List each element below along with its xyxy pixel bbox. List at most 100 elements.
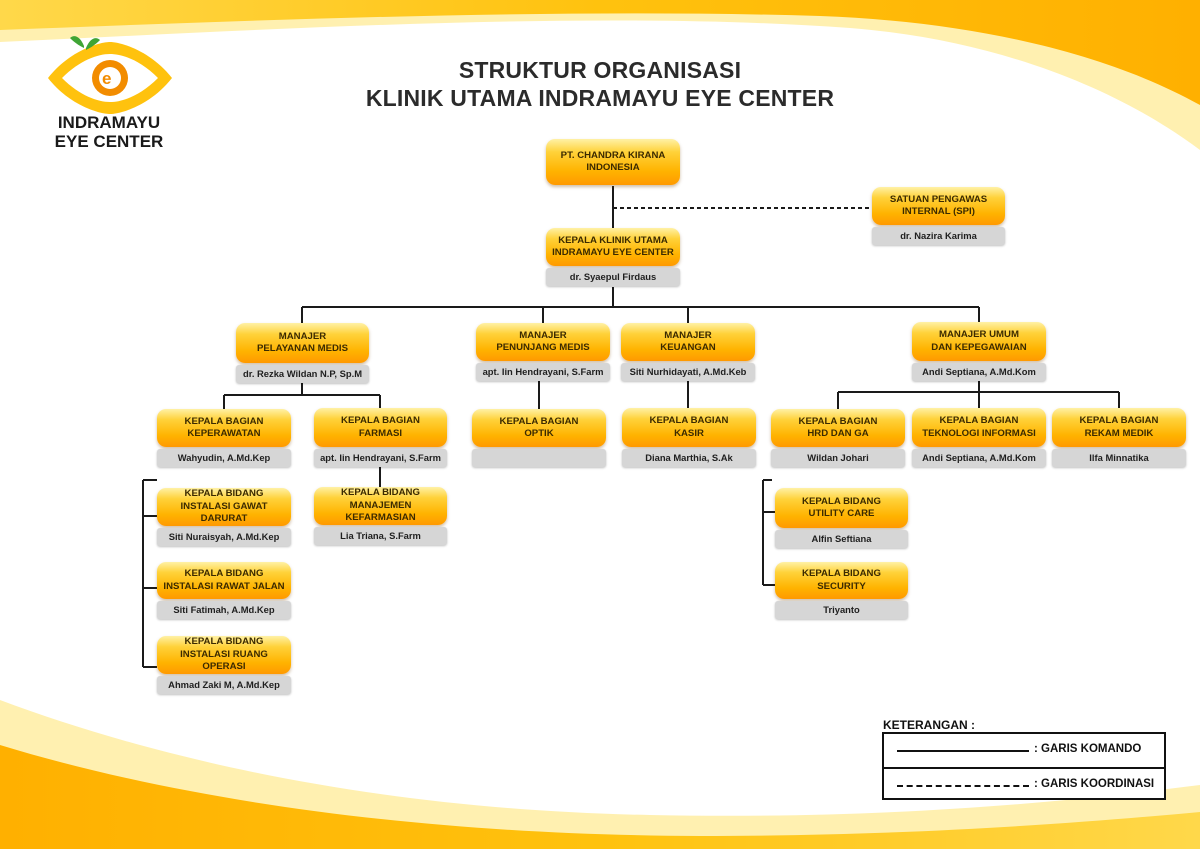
- node-kepala-bagian-kasir: KEPALA BAGIAN KASIR Diana Marthia, S.Ak: [622, 408, 756, 467]
- legend-row-koordinasi: : GARIS KOORDINASI: [884, 767, 1164, 802]
- title-line: KEPALA BAGIAN: [499, 415, 579, 427]
- title-line: INDRAMAYU EYE CENTER: [552, 247, 674, 258]
- node-kepala-bidang-utility-care: KEPALA BIDANG UTILITY CARE Alfin Seftian…: [775, 488, 908, 548]
- node-title-box: MANAJER UMUM DAN KEPEGAWAIAN: [912, 322, 1046, 361]
- title-line: PT. CHANDRA KIRANA: [560, 149, 666, 161]
- legend-row-komando: : GARIS KOMANDO: [884, 734, 1164, 767]
- title-line: MANAJEMEN KEFARMASIAN: [345, 499, 416, 524]
- title-line: KEPALA BIDANG: [184, 488, 264, 500]
- node-title-box: SATUAN PENGAWAS INTERNAL (SPI): [872, 187, 1005, 225]
- title-line: KASIR: [674, 427, 704, 439]
- bottom-wave: [0, 745, 1200, 849]
- title-line: REKAM MEDIK: [1084, 427, 1154, 439]
- node-kepala-bagian-rekam-medik: KEPALA BAGIAN REKAM MEDIK Ilfa Minnatika: [1052, 408, 1186, 467]
- node-pt-chandra-kirana: PT. CHANDRA KIRANA INDONESIA: [546, 139, 680, 185]
- node-title-box: MANAJER PELAYANAN MEDIS: [236, 323, 369, 363]
- node-kepala-bagian-teknologi-informasi: KEPALA BAGIAN TEKNOLOGI INFORMASI Andi S…: [912, 408, 1046, 467]
- logo-line1: INDRAMAYU: [57, 113, 161, 132]
- title-line: INSTALASI RAWAT JALAN: [163, 580, 285, 592]
- node-name: Siti Fatimah, A.Md.Kep: [157, 601, 291, 619]
- title-line: INSTALASI GAWAT DARURAT: [180, 500, 268, 525]
- title-line: KEPALA BAGIAN: [1079, 415, 1159, 426]
- title-line: MANAJER UMUM: [939, 329, 1019, 340]
- svg-text:e: e: [102, 69, 111, 88]
- node-name: Triyanto: [775, 601, 908, 619]
- title-line: MANAJER: [664, 329, 712, 341]
- node-name: Diana Marthia, S.Ak: [622, 449, 756, 467]
- node-title-box: KEPALA BIDANG SECURITY: [775, 562, 908, 599]
- title-line: KEPALA BAGIAN: [184, 415, 264, 427]
- title-line: INSTALASI RUANG OPERASI: [180, 648, 268, 673]
- node-name: Wildan Johari: [771, 449, 905, 467]
- logo-text: INDRAMAYU EYE CENTER: [40, 113, 178, 151]
- node-spi: SATUAN PENGAWAS INTERNAL (SPI) dr. Nazir…: [872, 187, 1005, 245]
- node-title-box: KEPALA BIDANG MANAJEMEN KEFARMASIAN: [314, 487, 447, 525]
- dashed-line-sample: [897, 785, 1029, 787]
- node-kepala-bagian-optik: KEPALA BAGIAN OPTIK: [472, 409, 606, 467]
- node-title-box: KEPALA KLINIK UTAMA INDRAMAYU EYE CENTER: [546, 228, 680, 266]
- title-line: KEPALA KLINIK UTAMA: [558, 234, 668, 246]
- node-name: dr. Nazira Karima: [872, 227, 1005, 245]
- node-title-box: KEPALA BAGIAN KEPERAWATAN: [157, 409, 291, 447]
- node-manajer-pelayanan-medis: MANAJER PELAYANAN MEDIS dr. Rezka Wildan…: [236, 323, 369, 383]
- node-title-box: KEPALA BAGIAN KASIR: [622, 408, 756, 447]
- node-title-box: KEPALA BAGIAN HRD DAN GA: [771, 409, 905, 447]
- node-name: Siti Nuraisyah, A.Md.Kep: [157, 528, 291, 546]
- node-title-box: PT. CHANDRA KIRANA INDONESIA: [546, 139, 680, 185]
- page-subtitle: KLINIK UTAMA INDRAMAYU EYE CENTER: [365, 85, 835, 111]
- node-kepala-bidang-ruang-operasi: KEPALA BIDANG INSTALASI RUANG OPERASI Ah…: [157, 636, 291, 694]
- node-kepala-bidang-igd: KEPALA BIDANG INSTALASI GAWAT DARURAT Si…: [157, 488, 291, 546]
- title-line: INDONESIA: [586, 162, 640, 173]
- title-line: KEPALA BIDANG: [802, 495, 881, 507]
- title-line: HRD DAN GA: [807, 428, 869, 439]
- node-kepala-bagian-farmasi: KEPALA BAGIAN FARMASI apt. Iin Hendrayan…: [314, 408, 447, 467]
- node-manajer-keuangan: MANAJER KEUANGAN Siti Nurhidayati, A.Md.…: [621, 323, 755, 381]
- title-line: PELAYANAN MEDIS: [257, 343, 348, 354]
- node-name: apt. Iin Hendrayani, S.Farm: [476, 363, 610, 381]
- title-line: OPTIK: [524, 428, 554, 439]
- node-kepala-bidang-rawat-jalan: KEPALA BIDANG INSTALASI RAWAT JALAN Siti…: [157, 562, 291, 619]
- node-kepala-bidang-security: KEPALA BIDANG SECURITY Triyanto: [775, 562, 908, 619]
- title-line: KEPALA BAGIAN: [798, 415, 878, 427]
- title-line: SECURITY: [817, 580, 866, 592]
- top-wave: [0, 0, 1200, 105]
- solid-line-sample: [897, 750, 1029, 752]
- node-kepala-klinik: KEPALA KLINIK UTAMA INDRAMAYU EYE CENTER…: [546, 228, 680, 286]
- node-name: Alfin Seftiana: [775, 530, 908, 548]
- legend-komando-label: : GARIS KOMANDO: [1034, 743, 1142, 755]
- node-title-box: KEPALA BIDANG INSTALASI GAWAT DARURAT: [157, 488, 291, 526]
- node-name: Andi Septiana, A.Md.Kom: [912, 363, 1046, 381]
- title-line: KEPALA BIDANG: [184, 568, 264, 579]
- title-line: TEKNOLOGI INFORMASI: [922, 427, 1036, 439]
- node-kepala-bidang-kefarmasian: KEPALA BIDANG MANAJEMEN KEFARMASIAN Lia …: [314, 487, 447, 545]
- node-title-box: MANAJER KEUANGAN: [621, 323, 755, 361]
- legend-koordinasi-label: : GARIS KOORDINASI: [1034, 778, 1155, 790]
- node-title-box: KEPALA BIDANG INSTALASI RUANG OPERASI: [157, 636, 291, 674]
- page-title: STRUKTUR ORGANISASI: [458, 57, 742, 83]
- node-title-box: KEPALA BAGIAN OPTIK: [472, 409, 606, 447]
- node-title-box: KEPALA BAGIAN REKAM MEDIK: [1052, 408, 1186, 447]
- title-line: KEPALA BIDANG: [802, 568, 881, 579]
- node-name: dr. Rezka Wildan N.P, Sp.M: [236, 365, 369, 383]
- title-line: KEPALA BAGIAN: [939, 415, 1019, 426]
- node-name: Lia Triana, S.Farm: [314, 527, 447, 545]
- legend-title: KETERANGAN :: [883, 718, 975, 732]
- node-manajer-penunjang-medis: MANAJER PENUNJANG MEDIS apt. Iin Hendray…: [476, 323, 610, 381]
- node-name: dr. Syaepul Firdaus: [546, 268, 680, 286]
- title-line: KEPERAWATAN: [187, 428, 261, 439]
- node-name: Wahyudin, A.Md.Kep: [157, 449, 291, 467]
- node-name: Ilfa Minnatika: [1052, 449, 1186, 467]
- node-manajer-umum-kepegawaian: MANAJER UMUM DAN KEPEGAWAIAN Andi Septia…: [912, 322, 1046, 381]
- title-line: MANAJER: [278, 330, 327, 342]
- logo-line2: EYE CENTER: [54, 132, 164, 151]
- node-title-box: KEPALA BIDANG INSTALASI RAWAT JALAN: [157, 562, 291, 599]
- node-title-box: KEPALA BAGIAN TEKNOLOGI INFORMASI: [912, 408, 1046, 447]
- title-line: INTERNAL (SPI): [902, 206, 975, 217]
- node-kepala-bagian-keperawatan: KEPALA BAGIAN KEPERAWATAN Wahyudin, A.Md…: [157, 409, 291, 467]
- node-name: Ahmad Zaki M, A.Md.Kep: [157, 676, 291, 694]
- node-name: Andi Septiana, A.Md.Kom: [912, 449, 1046, 467]
- node-kepala-bagian-hrd-ga: KEPALA BAGIAN HRD DAN GA Wildan Johari: [771, 409, 905, 467]
